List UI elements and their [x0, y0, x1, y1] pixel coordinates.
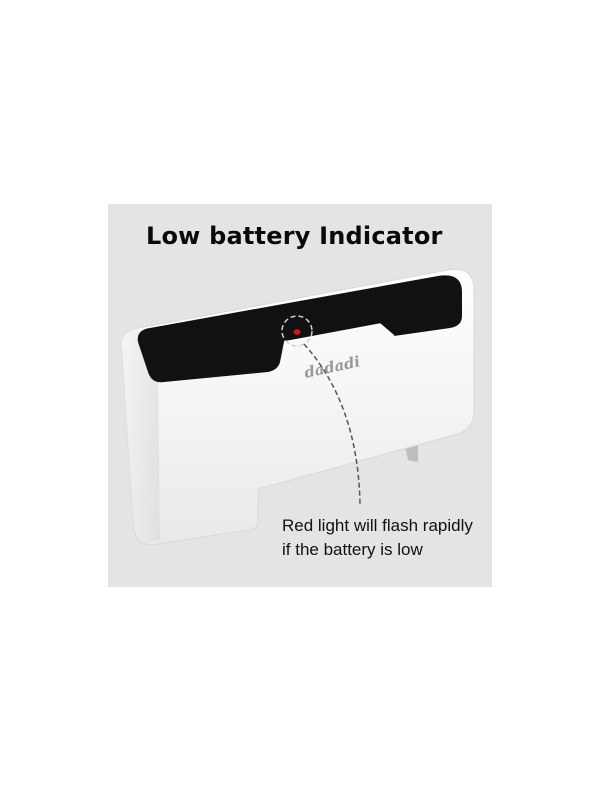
top-black-panel [137, 275, 462, 383]
led-highlight-circle [281, 315, 313, 347]
headline-title: Low battery Indicator [146, 222, 443, 250]
leader-line [303, 343, 361, 505]
caption-line-1: Red light will flash rapidly [282, 516, 473, 535]
battery-box-illustration: dadadi [120, 268, 475, 546]
product-image-panel: Low battery Indicator dadadi [108, 204, 492, 587]
caption-line-2: if the battery is low [282, 540, 423, 559]
caption-text: Red light will flash rapidly if the batt… [282, 514, 473, 562]
red-led-indicator [293, 329, 301, 335]
